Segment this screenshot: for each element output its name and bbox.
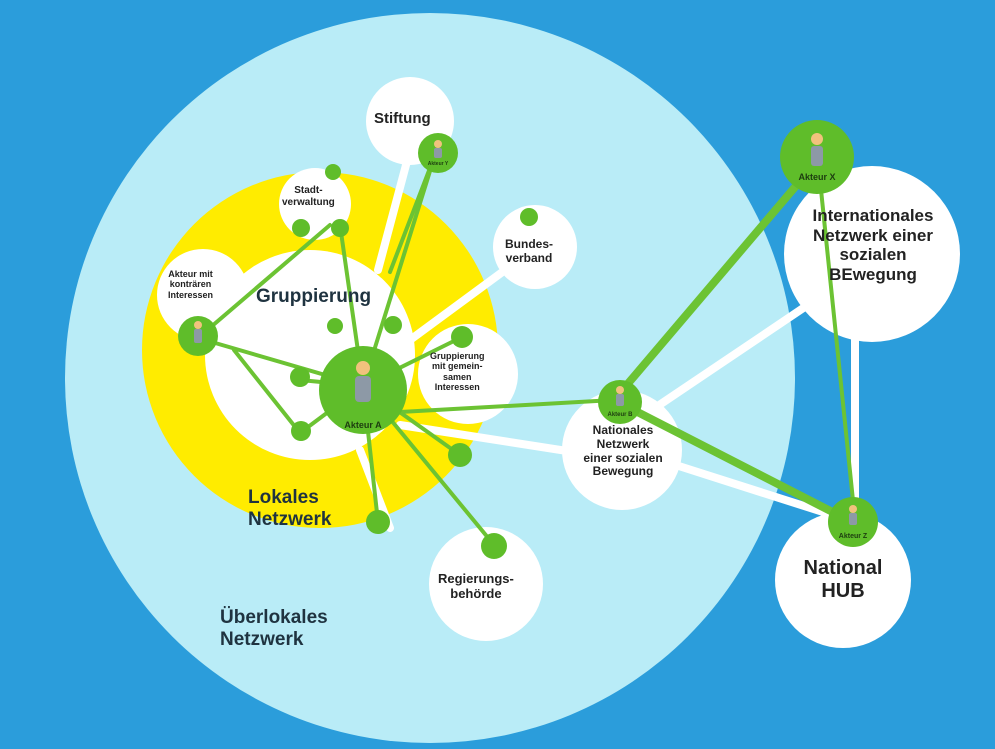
- akteur-kontraer-circle: [157, 249, 249, 341]
- actor-y-label: Akteur Y: [428, 161, 449, 167]
- actor-a-label: Akteur A: [344, 420, 382, 430]
- national-hub-circle: [775, 512, 911, 648]
- green-thick-links: [610, 156, 856, 526]
- bundesverband-circle: [493, 205, 577, 289]
- actor-x: Akteur X: [780, 120, 854, 194]
- actor-a: Akteur A: [319, 346, 407, 434]
- regierung-label: Regierungs-behörde: [438, 571, 514, 601]
- regierung-circle: [429, 527, 543, 641]
- contrary-actor-figure: [178, 316, 218, 356]
- actor-z-label: Akteur Z: [839, 533, 868, 540]
- internationales-circle: [784, 166, 960, 342]
- bundesverband-label: Bundes-verband: [505, 237, 553, 265]
- stiftung-label: Stiftung: [374, 110, 431, 127]
- white-nodes: [157, 77, 960, 648]
- minor-actors: [290, 164, 538, 559]
- actor-x-label: Akteur X: [798, 172, 835, 182]
- actor-b: Akteur B: [598, 380, 642, 424]
- gruppierung-gemein-circle: [418, 324, 518, 424]
- actor-y: Akteur Y: [418, 133, 458, 173]
- actor-b-label: Akteur B: [607, 412, 633, 418]
- group-label: Gruppierung: [256, 286, 372, 307]
- stadtverwaltung-label: Stadt-verwaltung: [282, 185, 335, 208]
- actor-z: Akteur Z: [828, 497, 878, 547]
